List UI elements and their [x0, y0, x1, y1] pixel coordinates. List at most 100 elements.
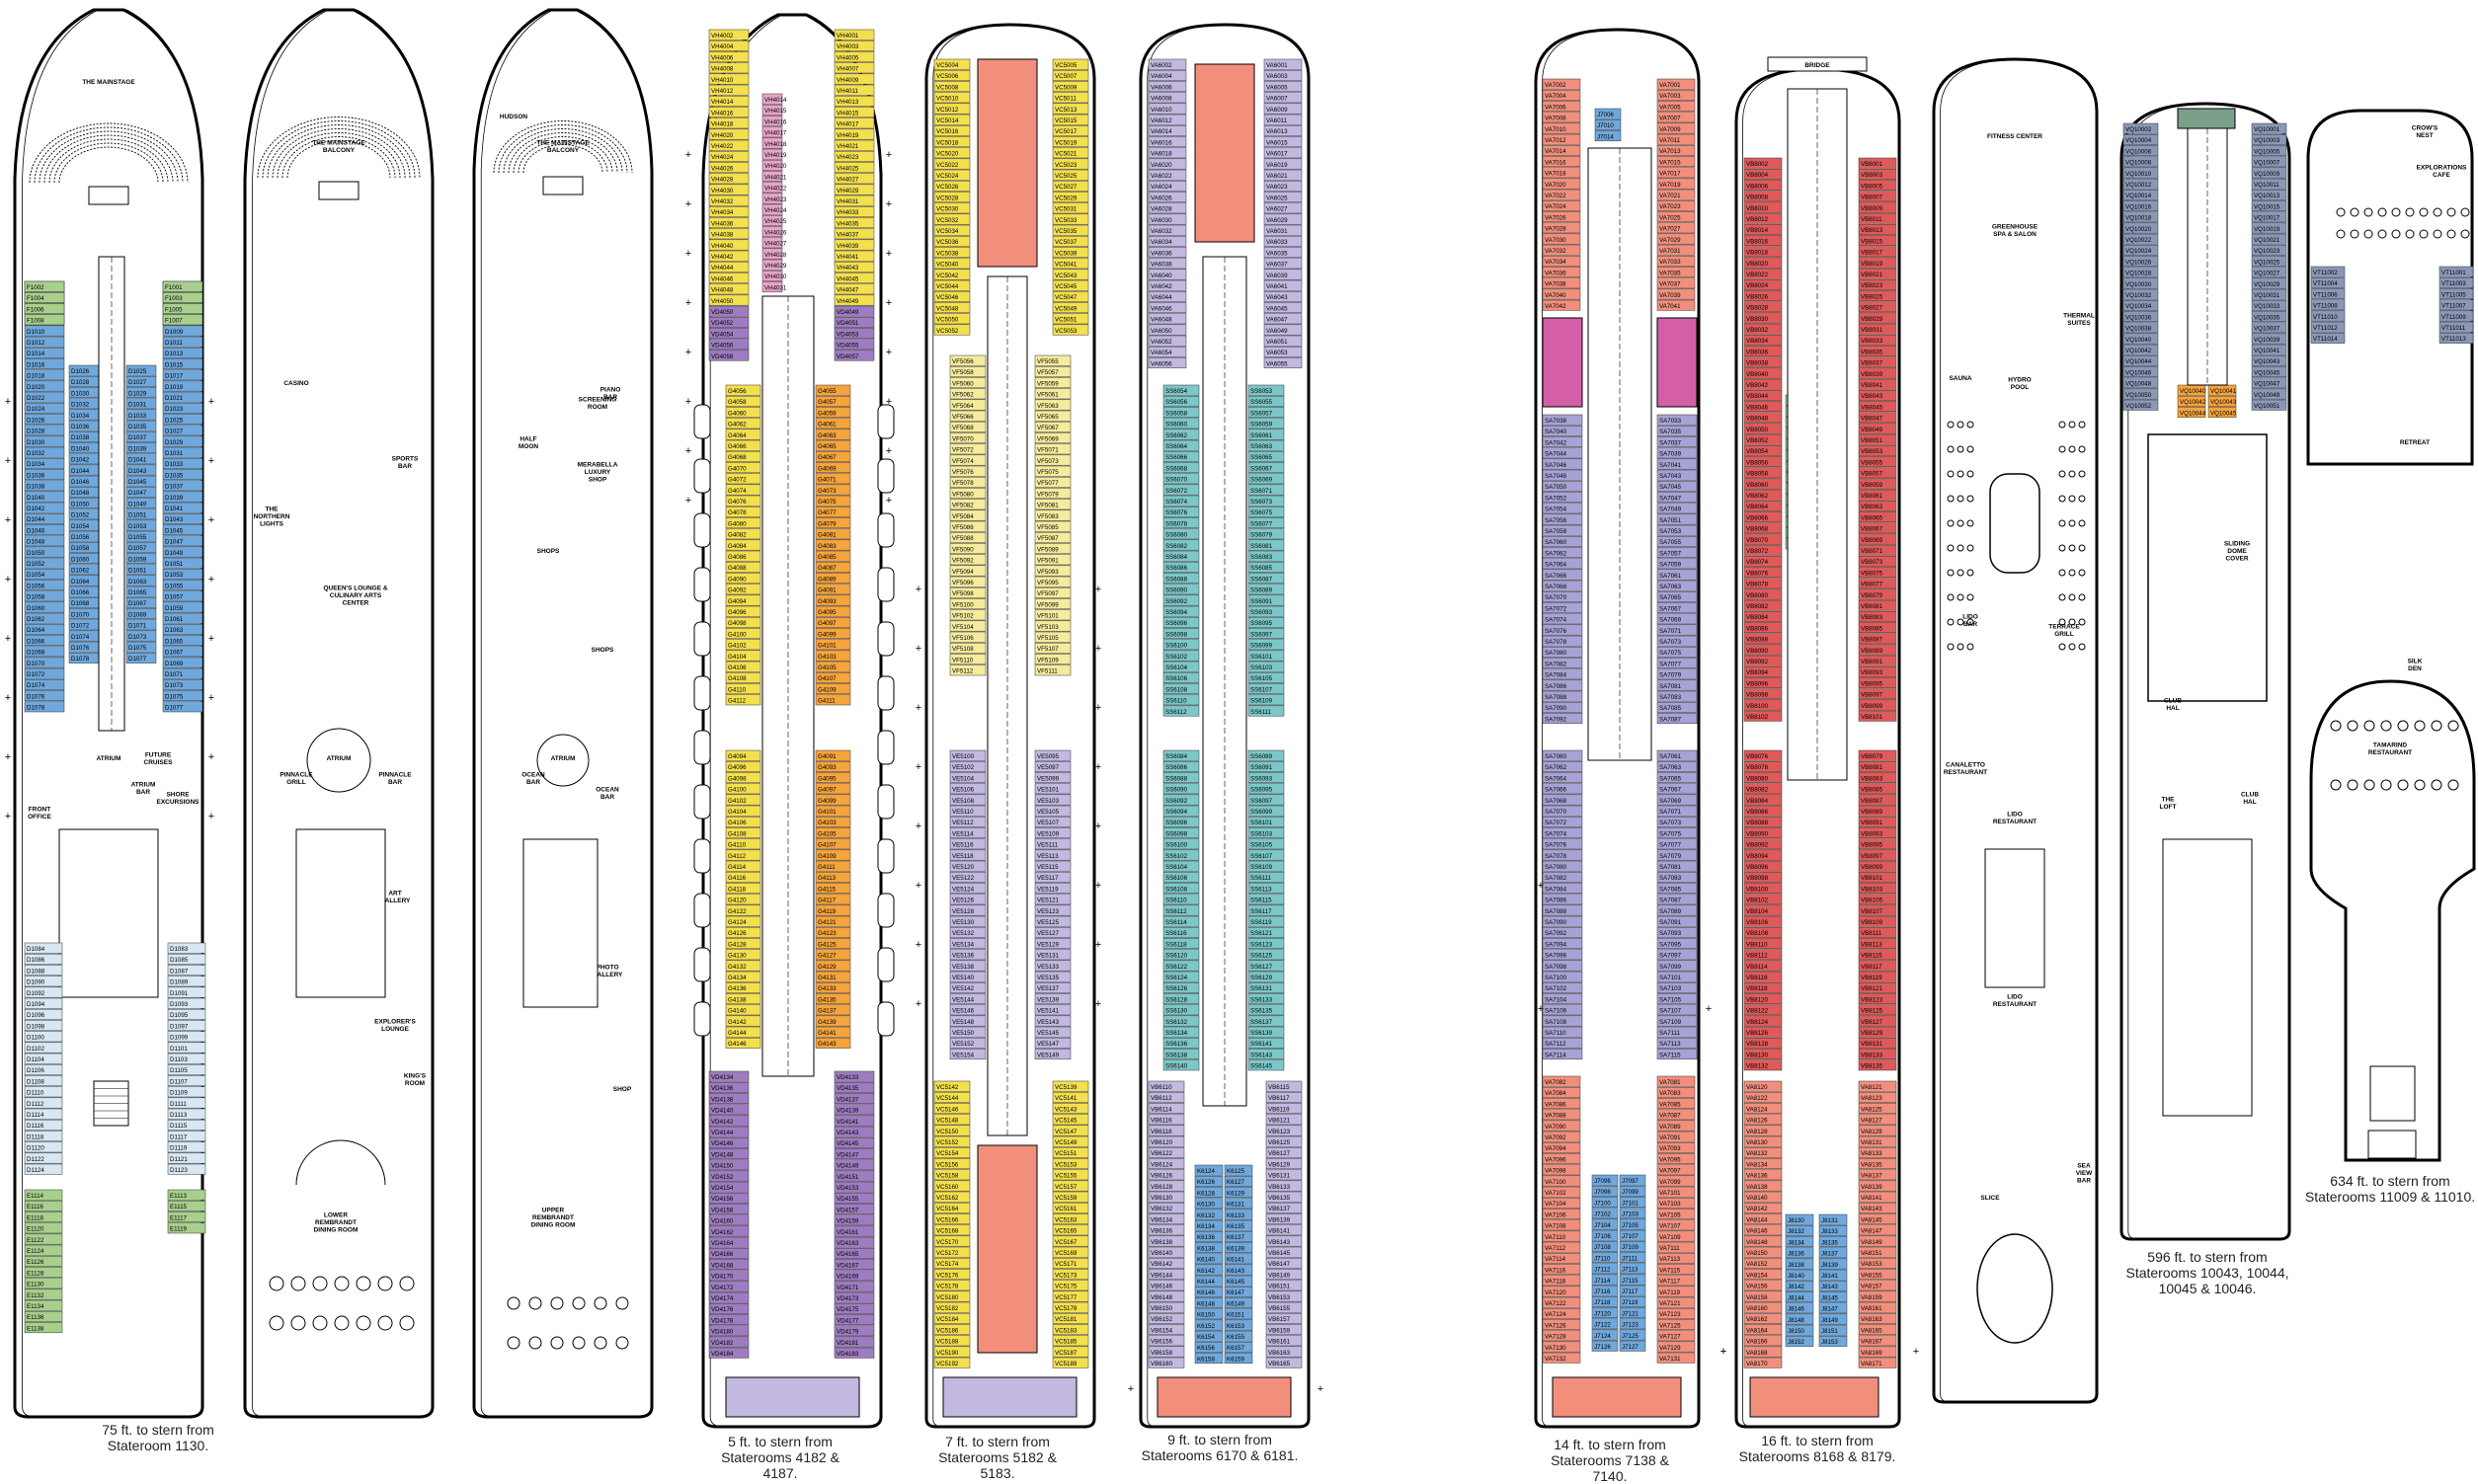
stateroom-d5-mid-stbd-10 [1034, 465, 1072, 477]
stateroom-d6-mid2-stbd-19 [1247, 960, 1285, 972]
stateroom-d8-aft-stbd-20 [1858, 1301, 1897, 1313]
stateroom-number-d6-mid-port-24: SS6102 [1165, 654, 1188, 661]
stateroom-d4-aft-stbd-12 [834, 1204, 875, 1215]
stateroom-d4-fwd-stbd-10 [834, 139, 875, 151]
stateroom-d5-mid2-port-25 [949, 1026, 987, 1038]
deck-4-lifeboat-port-11 [693, 1001, 711, 1037]
stateroom-number-d8-fwd-stbd-24: VB8049 [1861, 427, 1883, 433]
stateroom-d7-fwd-port-0 [1542, 78, 1581, 90]
stateroom-d1-stbd-4 [162, 325, 203, 337]
stateroom-d7-mid-port-0 [1542, 414, 1583, 426]
stateroom-number-d6-inner-aft-port-2: K6128 [1197, 1190, 1215, 1197]
venue-label-lido_restaurant: RESTAURANT [1993, 819, 2037, 825]
stateroom-number-d6-aft-stbd-16: VB6147 [1268, 1261, 1291, 1268]
stateroom-number-d5-fwd-stbd-15: VC5035 [1055, 228, 1078, 235]
stateroom-number-d5-fwd-port-11: VC5026 [936, 184, 959, 191]
stateroom-number-d8-aft-port-2: VA8124 [1746, 1106, 1768, 1113]
stateroom-d10-port-1 [2122, 133, 2159, 145]
stateroom-number-d8-inner-port-9: J8148 [1788, 1317, 1804, 1324]
stateroom-number-d8-fwd-stbd-28: VB8057 [1861, 471, 1883, 478]
stateroom-d7-mid2-stbd-26 [1656, 1037, 1698, 1049]
stateroom-d5-mid2-stbd-0 [1034, 749, 1072, 761]
stateroom-number-d7-fwd-port-17: VA7036 [1545, 270, 1566, 276]
stateroom-d1-inner-stbd-3 [125, 398, 157, 410]
stateroom-number-d4-fwd-port-5: VH4012 [711, 88, 734, 95]
stateroom-number-d10-port-19: VQ10040 [2125, 337, 2152, 344]
stateroom-number-d10-stbd-16: VQ10033 [2254, 303, 2280, 310]
stateroom-d5-mid2-port-1 [949, 760, 987, 772]
stateroom-number-d4-mid-stbd-9: G4073 [818, 488, 837, 495]
venue-label-art_gallery: ART [388, 890, 401, 897]
stateroom-d1-port-19 [24, 491, 65, 503]
stateroom-d8-aft-stbd-18 [1858, 1280, 1897, 1291]
deck-9-lounger-port-3 [1947, 445, 1955, 453]
stateroom-d4-aft-stbd-7 [834, 1148, 875, 1160]
stateroom-d6-mid2-port-13 [1162, 894, 1200, 905]
stateroom-number-d4-mid-stbd-2: G4059 [818, 410, 837, 417]
stateroom-number-d7-mid2-port-26: SA7112 [1545, 1041, 1566, 1048]
stateroom-d5-mid-stbd-20 [1034, 576, 1072, 587]
stateroom-d8-aft-port-13 [1743, 1224, 1783, 1236]
stateroom-d6-aft-port-22 [1148, 1324, 1185, 1336]
stateroom-number-d6-mid2-stbd-3: SS6095 [1250, 787, 1273, 794]
stateroom-number-d6-mid-port-12: SS6078 [1165, 520, 1188, 527]
stateroom-d5-aft-port-18 [933, 1280, 971, 1291]
stateroom-number-d6-inner-aft-stbd-4: K6133 [1227, 1212, 1244, 1219]
deck-11-table-4 [2397, 720, 2409, 732]
stateroom-d6-aft-stbd-4 [1265, 1125, 1303, 1136]
stateroom-d1-aft-stbd-3 [167, 976, 206, 987]
stateroom-d8-fwd-port-10 [1743, 268, 1783, 279]
stateroom-d4-mid-port-5 [725, 439, 761, 451]
stateroom-number-d7-inner-port-5: J7106 [1594, 1233, 1611, 1240]
stateroom-number-d7-aft-port-25: VA7132 [1545, 1356, 1566, 1363]
stateroom-number-d6-mid2-stbd-0: SS6089 [1250, 753, 1273, 760]
stateroom-number-d7-mid-port-6: SA7050 [1545, 484, 1567, 491]
deck-11-cafe-table-3 [2377, 207, 2387, 217]
stateroom-number-d4-fwd-stbd-22: VH4045 [837, 275, 859, 282]
stateroom-d5-fwd-port-10 [933, 169, 971, 181]
deck-1-plus-port-2: + [5, 514, 11, 526]
stateroom-d8-fwd-port-14 [1743, 312, 1783, 324]
venue-label-casino: CASINO [283, 380, 308, 387]
stateroom-number-d6-mid2-port-5: SS6094 [1165, 809, 1188, 816]
stateroom-d6-aft-stbd-0 [1265, 1080, 1303, 1092]
stateroom-d7-fwd-port-5 [1542, 133, 1581, 145]
deck-3-table-6 [507, 1336, 520, 1350]
stateroom-d5-aft-port-7 [933, 1158, 971, 1170]
stateroom-number-d4-fwd-port-24: VH4050 [711, 298, 734, 305]
stateroom-number-d8-mid-port-3: VB8082 [1746, 787, 1769, 794]
stateroom-d6-inner-aft-stbd-12 [1224, 1297, 1253, 1309]
stateroom-number-d4-mid2-stbd-20: G4131 [818, 975, 837, 981]
stateroom-d5-mid2-stbd-5 [1034, 805, 1072, 817]
stateroom-number-d5-mid-port-13: VF5082 [952, 503, 974, 509]
stateroom-number-d8-fwd-stbd-4: VB8009 [1861, 205, 1883, 212]
stateroom-number-d6-mid-stbd-22: SS6097 [1250, 631, 1273, 638]
stateroom-d4-mid-stbd-3 [815, 418, 851, 430]
stateroom-d1-inner-stbd-9 [125, 464, 157, 476]
stateroom-d8-fwd-port-11 [1743, 278, 1783, 290]
stateroom-d5-mid2-stbd-16 [1034, 926, 1072, 938]
stateroom-d7-mid2-port-5 [1542, 805, 1583, 817]
deck-11-cafe-table-7 [2433, 207, 2442, 217]
stateroom-number-d7-mid2-port-21: SA7102 [1545, 985, 1567, 992]
stateroom-d7-mid2-stbd-0 [1656, 749, 1698, 761]
stateroom-number-d1-inner-stbd-4: D1033 [128, 413, 147, 420]
deck-11-cafe-table-16 [2419, 229, 2429, 239]
stateroom-number-d4-mid-stbd-21: G4097 [818, 620, 837, 627]
stateroom-d6-mid-port-16 [1162, 561, 1200, 573]
stateroom-d6-inner-aft-stbd-7 [1224, 1242, 1253, 1254]
deck-11-cafe-table-14 [2391, 229, 2401, 239]
stateroom-d7-fwd-stbd-11 [1656, 199, 1696, 211]
stateroom-d4-mid2-stbd-5 [815, 805, 851, 817]
stateroom-number-d8-inner-stbd-0: J8131 [1821, 1217, 1838, 1224]
stateroom-number-d1-inner-port-16: D1058 [71, 545, 90, 552]
stateroom-number-d10-aft-port-2: VQ10044 [2180, 410, 2206, 417]
stateroom-d4-inner-2 [761, 116, 783, 127]
venue-label-hydro_pool: HYDRO [2008, 376, 2031, 383]
stateroom-number-d6-mid-stbd-25: SS6103 [1250, 664, 1273, 671]
deck-2-dining-arc [295, 1139, 386, 1186]
stateroom-number-d5-aft-port-0: VC5142 [936, 1084, 959, 1091]
stateroom-number-d5-aft-port-8: VC5158 [936, 1173, 959, 1180]
stateroom-number-d6-mid2-port-10: SS6104 [1165, 864, 1188, 871]
stateroom-d6-aft-stbd-12 [1265, 1213, 1303, 1225]
